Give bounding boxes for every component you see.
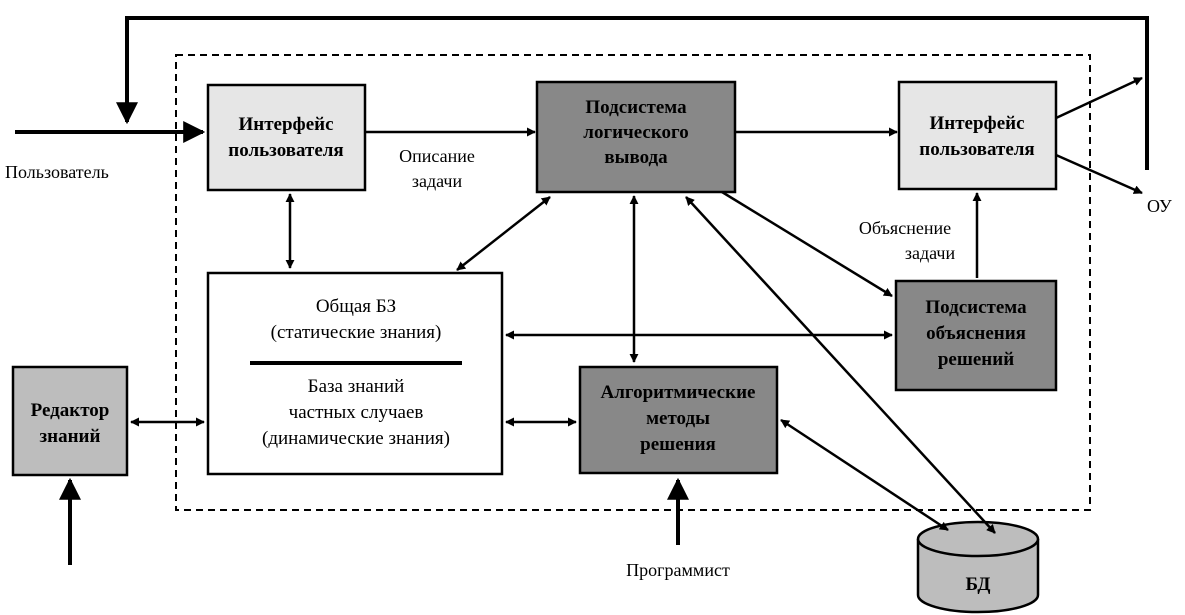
box-line: вывода — [604, 147, 668, 168]
cylinder-body — [916, 539, 1040, 614]
kb-cases-line: (динамические знания) — [262, 428, 450, 449]
box-line: Редактор — [31, 400, 110, 421]
kb-cases-line: База знаний — [308, 376, 405, 397]
kb-general-subtitle: (статические знания) — [271, 322, 442, 343]
box-line: решения — [640, 434, 716, 455]
box-knowledge-base: Общая БЗ (статические знания) База знани… — [206, 271, 504, 476]
box-line: Подсистема — [925, 297, 1027, 318]
box-line: Алгоритмические — [601, 382, 756, 403]
box-line: методы — [646, 408, 710, 429]
box-rect — [11, 365, 129, 477]
box-line: объяснения — [926, 323, 1026, 344]
kb-general-title: Общая БЗ — [316, 296, 396, 317]
box-rect — [206, 83, 367, 192]
box-line: Интерфейс — [929, 113, 1024, 134]
label-task-description: задачи — [412, 171, 463, 191]
arrow-inference-to-explanation — [721, 190, 893, 298]
box-user-interface-left: Интерфейс пользователя — [206, 83, 367, 192]
cylinder-top — [916, 520, 1040, 558]
box-line: пользователя — [919, 139, 1034, 160]
arrow-algorithmic-db — [780, 418, 949, 532]
label-programmer: Программист — [626, 560, 730, 580]
label-task-description: Описание — [399, 146, 475, 166]
kb-cases-line: частных случаев — [289, 402, 424, 423]
box-rect — [897, 80, 1058, 191]
box-line: Интерфейс — [238, 114, 333, 135]
arrow-ui-right-to-ou-top — [1055, 76, 1143, 120]
box-explanation-subsystem: Подсистема объяснения решений — [894, 279, 1058, 392]
box-rect — [535, 80, 737, 194]
box-rect — [206, 271, 504, 476]
box-inference-subsystem: Подсистема логического вывода — [535, 80, 737, 194]
label-control-object: ОУ — [1147, 196, 1172, 216]
box-knowledge-editor: Редактор знаний — [11, 365, 129, 477]
label-task-explanation: задачи — [905, 243, 956, 263]
feedback-loop-line — [116, 16, 1149, 170]
database-cylinder: БД — [916, 520, 1040, 614]
database-label: БД — [966, 574, 991, 595]
label-user: Пользователь — [5, 162, 109, 182]
box-line: логического — [583, 122, 688, 143]
box-line: пользователя — [228, 140, 343, 161]
box-user-interface-right: Интерфейс пользователя — [897, 80, 1058, 191]
arrow-kb-inference — [456, 196, 551, 271]
arrow-ui-right-to-ou — [1055, 153, 1143, 195]
label-task-explanation: Объяснение — [859, 218, 951, 238]
box-algorithmic-methods: Алгоритмические методы решения — [578, 365, 779, 475]
box-line: решений — [938, 349, 1014, 370]
box-line: знаний — [40, 426, 101, 447]
system-boundary — [175, 54, 1091, 511]
box-line: Подсистема — [585, 97, 687, 118]
